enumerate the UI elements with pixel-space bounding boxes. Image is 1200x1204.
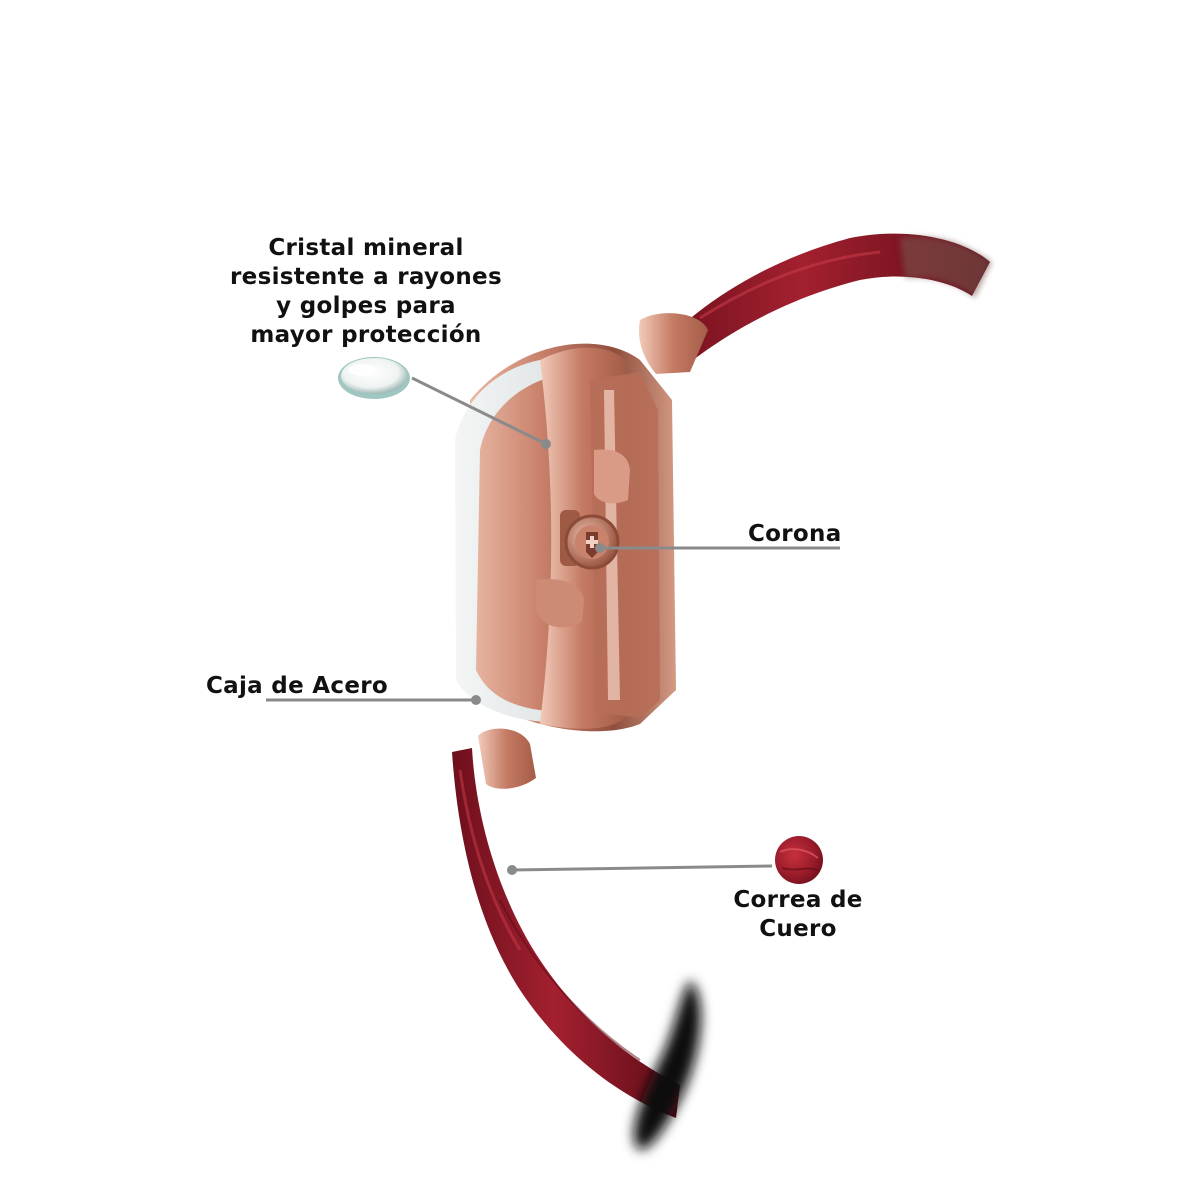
strap-label: Correa de Cuero (728, 886, 868, 944)
crown-label: Corona (748, 521, 842, 547)
strap-tip-shadow (633, 980, 701, 1150)
case-leader-dot (471, 695, 481, 705)
crystal-label: Cristal mineral resistente a rayones y g… (226, 234, 506, 350)
case-label: Caja de Acero (206, 673, 388, 699)
crystal-leader-line (411, 376, 547, 446)
leather-swatch-icon (775, 836, 823, 884)
strap-leader-line (511, 864, 773, 872)
strap-label-line-2: Cuero (759, 916, 837, 942)
crystal-label-line-3: y golpes para (276, 293, 456, 319)
crown-leader-dot (595, 543, 605, 553)
crystal-label-line-1: Cristal mineral (268, 235, 464, 261)
leader-lines (266, 376, 840, 875)
crystal-swatch-icon (338, 357, 410, 399)
crystal-label-line-4: mayor protección (250, 322, 482, 348)
crystal-label-line-2: resistente a rayones (230, 264, 502, 290)
upper-strap (648, 233, 992, 370)
crystal-leader-dot (541, 439, 551, 449)
strap-label-line-1: Correa de (733, 887, 863, 913)
lower-strap (452, 748, 680, 1118)
strap-leader-dot (507, 865, 517, 875)
